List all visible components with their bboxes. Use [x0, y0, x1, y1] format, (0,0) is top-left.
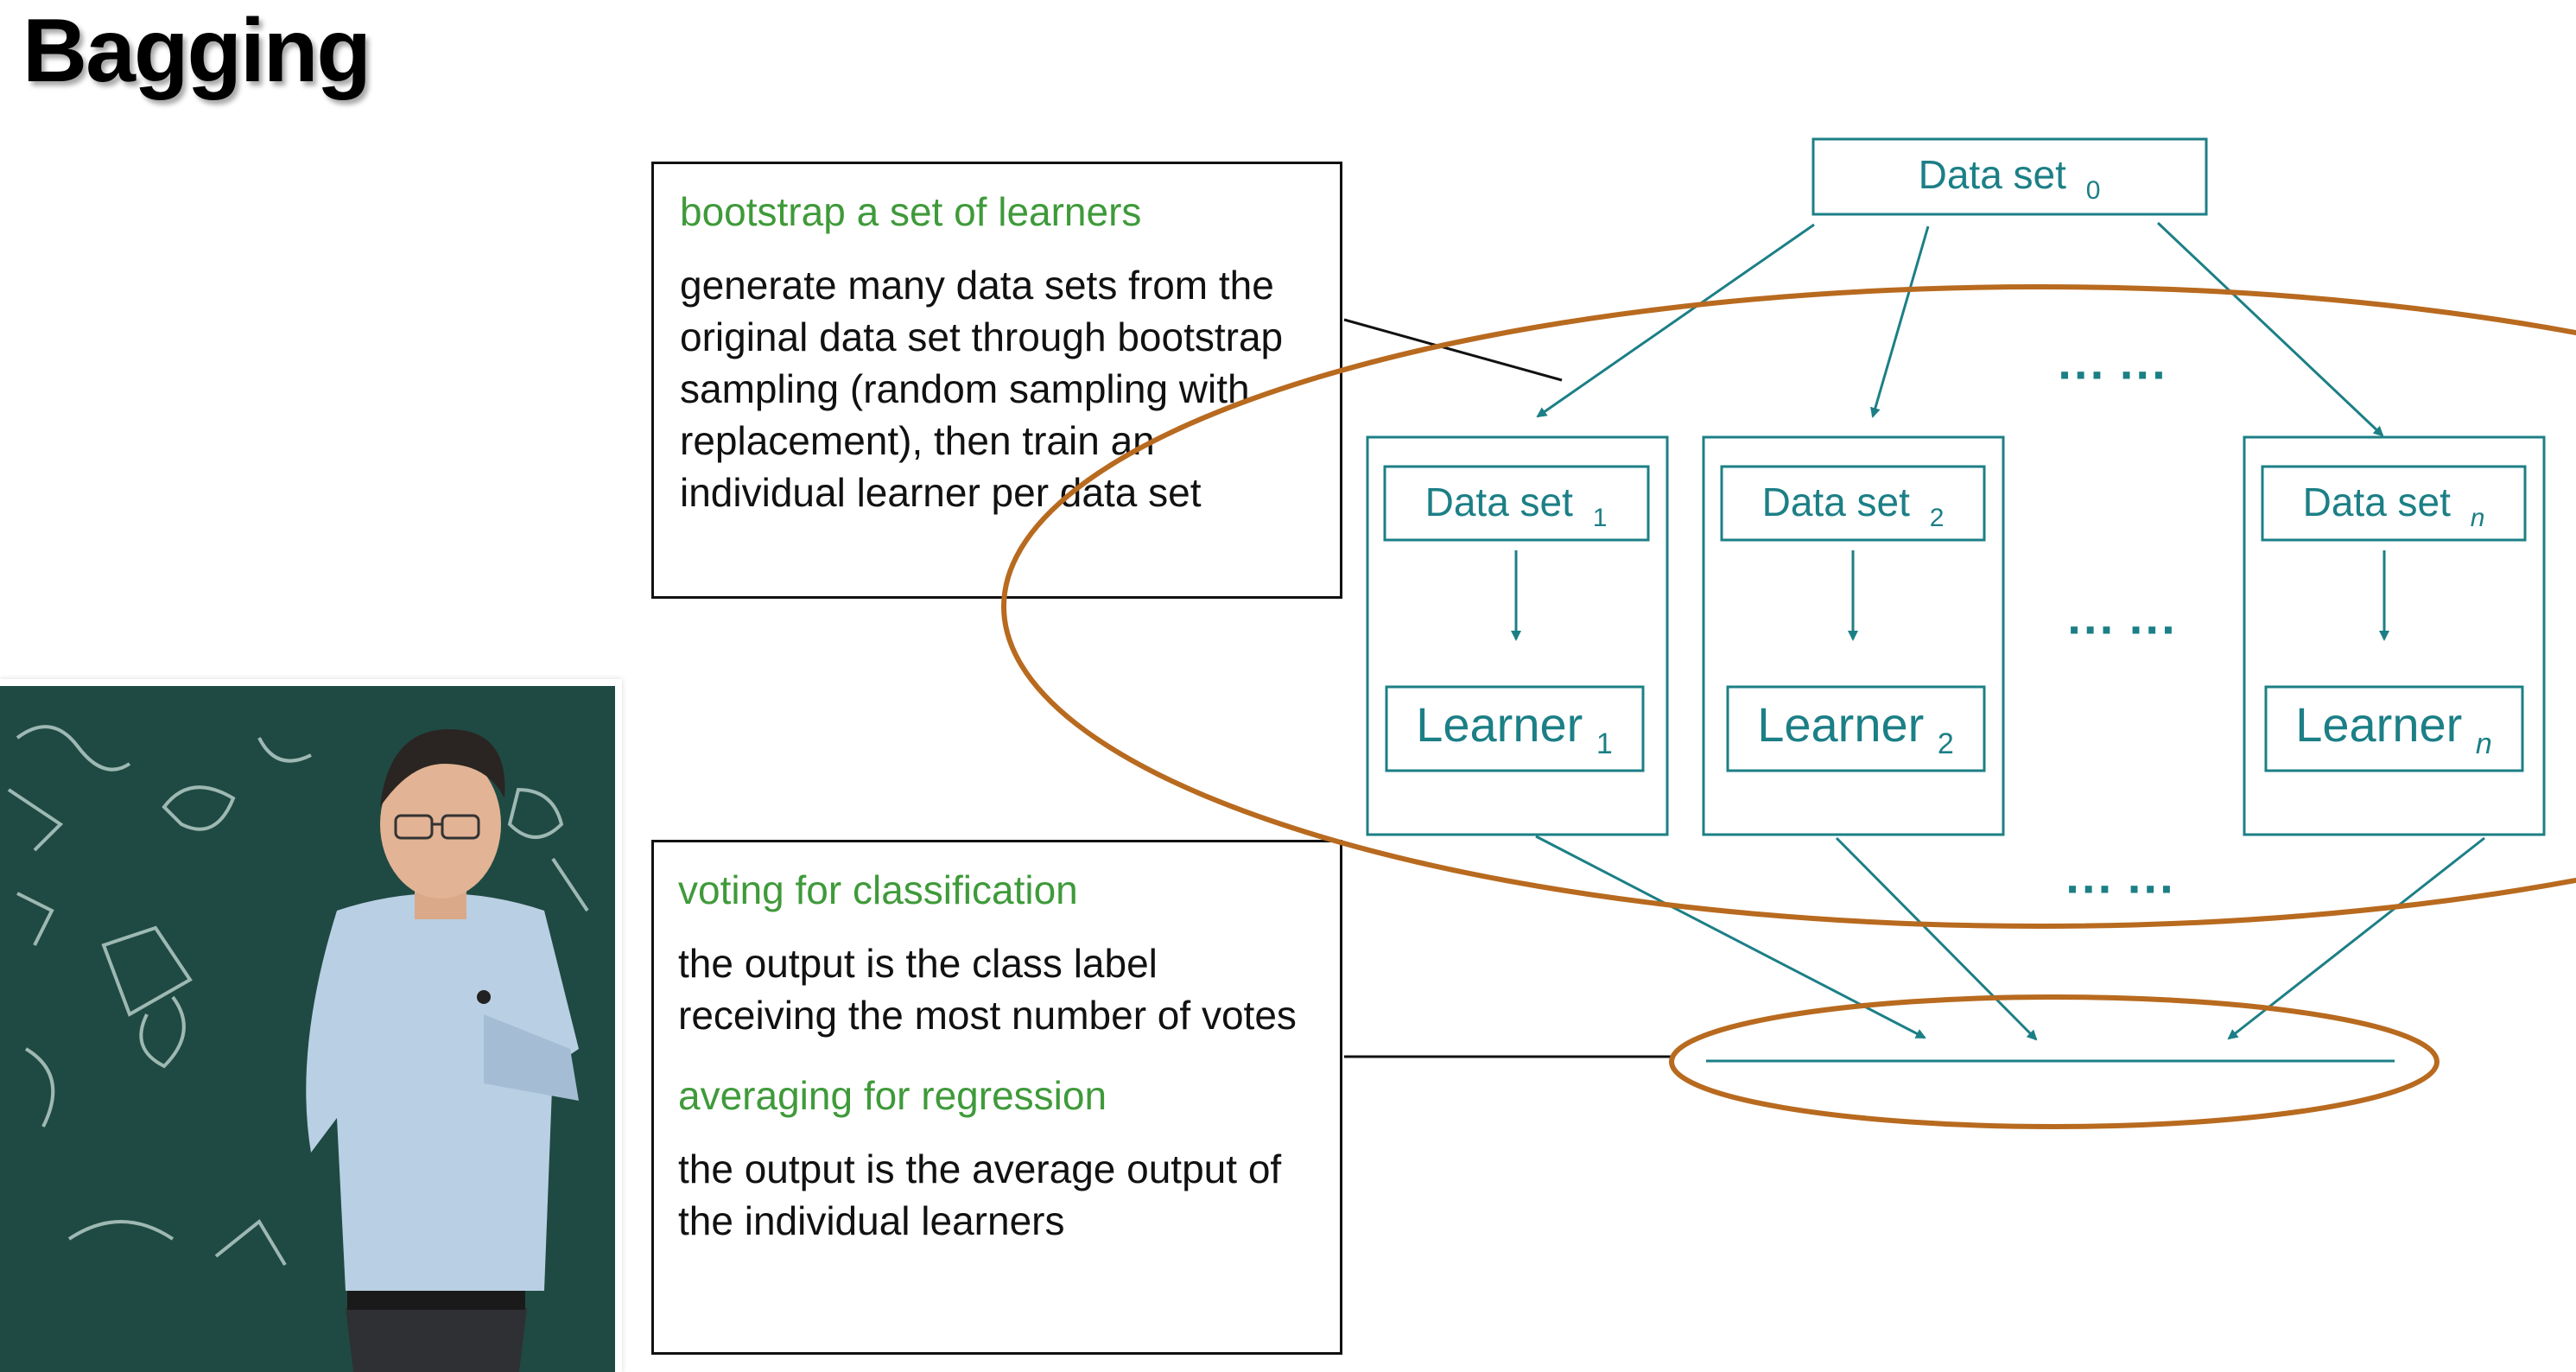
- column-1: Data set 1 Learner 1: [1366, 435, 1669, 836]
- callout-bootstrap-heading: bootstrap a set of learners: [680, 189, 1142, 234]
- callout-bootstrap-body: generate many data sets from the origina…: [680, 263, 1284, 515]
- dataset-0-label: Data set: [1919, 152, 2067, 197]
- callout-averaging-body: the output is the average output of the …: [678, 1147, 1282, 1243]
- dataset-2-label: Data set: [1762, 480, 1911, 524]
- dataset-1-box: [1383, 465, 1650, 542]
- dataset-n-subscript: n: [2471, 504, 2485, 532]
- learner-2-subscript: 2: [1938, 727, 1954, 760]
- callout-aggregation: voting for classification the output is …: [651, 840, 1342, 1355]
- dataset-0-subscript: 0: [2086, 176, 2101, 205]
- callout-averaging-heading: averaging for regression: [678, 1073, 1107, 1118]
- svg-text:Data set 1: Data set 1: [1425, 480, 1608, 532]
- dataset-2-box: [1720, 465, 1986, 542]
- dataset-n-box: [2261, 465, 2527, 542]
- column-n-frame: [2243, 435, 2546, 836]
- arrow-learner-2-to-output: [1835, 836, 2038, 1041]
- learner-n-subscript: n: [2476, 727, 2492, 760]
- bootstrap-arrows: [1536, 221, 2384, 437]
- learner-1-label: Learner: [1416, 697, 1583, 752]
- dataset-2-subscript: 2: [1930, 504, 1945, 532]
- arrow-to-dataset-2: [1870, 225, 1930, 418]
- callout-bootstrap: bootstrap a set of learners generate man…: [651, 162, 1342, 599]
- svg-text:Learner 2: Learner 2: [1757, 697, 1954, 760]
- slide-title: Bagging: [22, 1, 371, 101]
- svg-text:Learner n: Learner n: [2295, 697, 2492, 760]
- ellipsis-middle: ··· ···: [2067, 602, 2177, 657]
- column-n: Data set n Learner n: [2243, 435, 2546, 836]
- svg-text:Data set n: Data set n: [2303, 480, 2485, 532]
- callout-voting-body: the output is the class label receiving …: [678, 941, 1297, 1038]
- column-2-frame: [1702, 435, 2005, 836]
- ellipsis-top: ··· ···: [2058, 347, 2167, 402]
- highlight-ellipse-output: [1669, 994, 2440, 1129]
- learner-1-box: [1385, 685, 1645, 772]
- learner-n-label: Learner: [2295, 697, 2462, 752]
- lecturer-figure-icon: [306, 729, 579, 1372]
- arrow-learner-n-to-output: [2227, 836, 2485, 1040]
- learner-1-subscript: 1: [1596, 727, 1613, 760]
- learner-2-label: Learner: [1757, 697, 1924, 752]
- callout-bootstrap-connector: [1343, 318, 1563, 382]
- lecturer-video: [0, 679, 622, 1372]
- learner-n-box: [2264, 685, 2524, 772]
- callout-voting-heading: voting for classification: [678, 867, 1078, 912]
- lecturer-video-illustration: [7, 725, 589, 1372]
- dataset-0-box: Data set 0: [1811, 137, 2208, 216]
- learner-2-box: [1726, 685, 1986, 772]
- arrow-to-dataset-1: [1536, 223, 1815, 418]
- svg-text:Data set 2: Data set 2: [1762, 480, 1945, 532]
- column-1-frame: [1366, 435, 1669, 836]
- chalk-scribbles-icon: [7, 725, 589, 1267]
- aggregation-arrows: [1535, 835, 2485, 1041]
- ellipsis-bottom: ··· ···: [2065, 861, 2175, 916]
- svg-text:Learner 1: Learner 1: [1416, 697, 1613, 760]
- dataset-n-label: Data set: [2303, 480, 2452, 524]
- arrow-to-dataset-n: [2156, 221, 2384, 437]
- column-2: Data set 2 Learner 2: [1702, 435, 2005, 836]
- dataset-1-label: Data set: [1425, 480, 1574, 524]
- dataset-1-subscript: 1: [1593, 504, 1608, 532]
- svg-text:Data set 0: Data set 0: [1919, 152, 2101, 205]
- highlight-ellipse-learners: [1001, 284, 2576, 929]
